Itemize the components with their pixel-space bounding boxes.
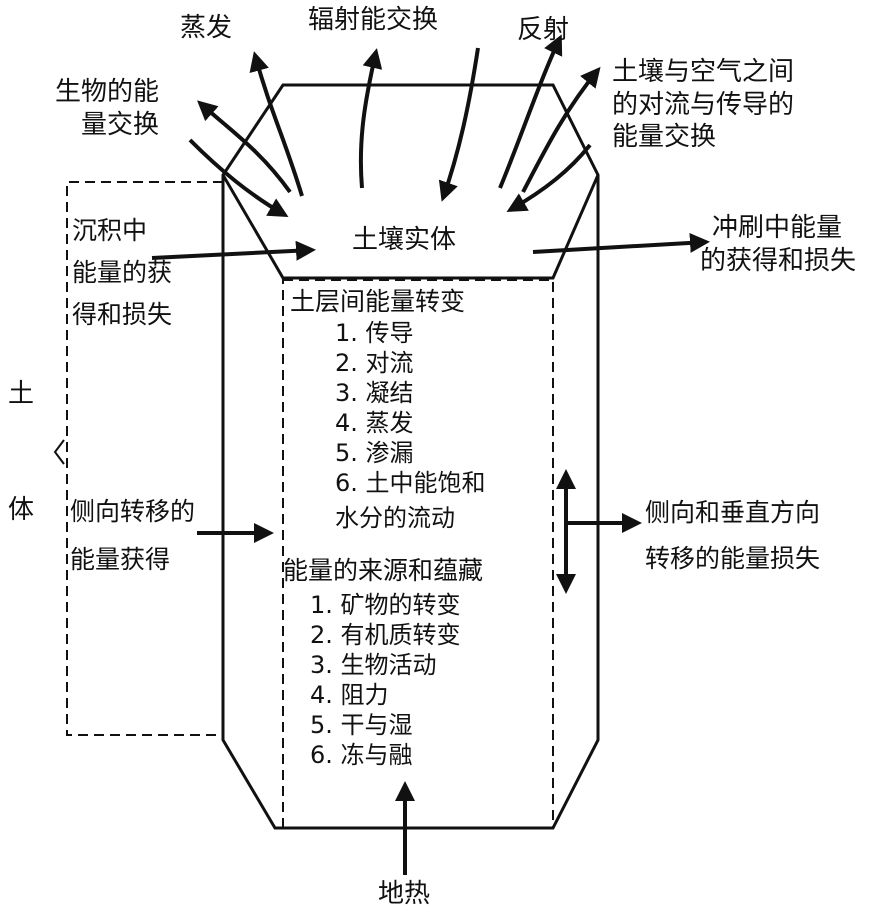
label-geothermal: 地热 bbox=[378, 879, 431, 909]
label-lateral-loss-line2: 转移的能量损失 bbox=[645, 544, 821, 573]
label-bio-energy: 生物的能 量交换 bbox=[55, 76, 159, 141]
sources-item: 2. 有机质转变 bbox=[310, 621, 461, 649]
sources-title: 能量的来源和蕴藏 bbox=[283, 556, 484, 585]
label-soil-solid: 土壤实体 bbox=[352, 225, 457, 255]
label-lateral-gain-line1: 侧向转移的 bbox=[70, 497, 196, 526]
label-lateral-gain: 侧向转移的 能量获得 bbox=[70, 488, 195, 584]
label-convection-line2: 的对流与传导的 bbox=[612, 89, 795, 120]
label-lateral-loss-line1: 侧向和垂直方向 bbox=[645, 498, 821, 527]
sources-item: 3. 生物活动 bbox=[310, 651, 437, 679]
label-lateral-loss: 侧向和垂直方向 转移的能量损失 bbox=[645, 490, 820, 582]
label-bio-energy-line2: 量交换 bbox=[81, 109, 160, 140]
sources-item: 1. 矿物的转变 bbox=[310, 591, 461, 619]
bio-exchange-arrow-in bbox=[188, 138, 289, 217]
transform-item: 4. 蒸发 bbox=[335, 409, 414, 437]
label-evaporation-top: 蒸发 bbox=[180, 13, 233, 43]
label-bio-energy-line1: 生物的能 bbox=[55, 77, 160, 107]
label-convection-line3: 能量交换 bbox=[612, 122, 717, 152]
soil-layer-dashed-box bbox=[282, 279, 554, 829]
label-lateral-gain-line2: 能量获得 bbox=[70, 545, 171, 574]
label-soil-body-char2: 体 bbox=[8, 495, 35, 525]
label-deposition-line1: 沉积中 bbox=[72, 216, 148, 245]
sources-item: 6. 冻与融 bbox=[310, 741, 413, 769]
label-deposition-line3: 得和损失 bbox=[72, 300, 173, 329]
deposition-arrow bbox=[151, 240, 316, 261]
evaporation-arrow bbox=[249, 51, 304, 197]
transform-item: 3. 凝结 bbox=[335, 379, 414, 407]
transform-item: 2. 对流 bbox=[335, 349, 414, 377]
soil-body-dashed-bracket bbox=[66, 181, 223, 736]
reflection-arrow bbox=[498, 34, 563, 189]
radiation-arrow-down bbox=[438, 47, 480, 202]
label-radiation-exchange: 辐射能交换 bbox=[308, 5, 439, 35]
bio-exchange-arrow-out bbox=[197, 100, 292, 194]
sources-list: 1. 矿物的转变 2. 有机质转变 3. 生物活动 4. 阻力 5. 干与湿 6… bbox=[310, 590, 461, 770]
label-scour-line1: 冲刷中能量 bbox=[712, 213, 843, 243]
label-scour: 冲刷中能量 的获得和损失 bbox=[700, 212, 856, 277]
label-convection: 土壤与空气之间 的对流与传导的 能量交换 bbox=[612, 56, 794, 154]
label-reflection: 反射 bbox=[517, 15, 570, 45]
scour-arrow bbox=[532, 232, 710, 254]
convection-arrow-in bbox=[506, 143, 592, 212]
soil-solid-top-face-edge bbox=[221, 174, 600, 280]
transform-item: 5. 渗漏 bbox=[335, 439, 414, 467]
transform-item: 1. 传导 bbox=[335, 319, 414, 347]
convection-arrow-out bbox=[521, 66, 601, 193]
label-soil-body-char1: 土 bbox=[8, 379, 35, 409]
soil-body-brace-tick bbox=[53, 439, 65, 465]
sources-item: 5. 干与湿 bbox=[310, 711, 413, 739]
transform-title: 土层间能量转变 bbox=[290, 287, 466, 316]
label-deposition-line2: 能量的获 bbox=[72, 258, 173, 287]
transform-list: 1. 传导 2. 对流 3. 凝结 4. 蒸发 5. 渗漏 6. 土中能饱和 bbox=[335, 318, 486, 498]
label-convection-line1: 土壤与空气之间 bbox=[612, 57, 795, 87]
label-scour-line2: 的获得和损失 bbox=[700, 245, 857, 276]
transform-item-continuation: 水分的流动 bbox=[335, 504, 455, 532]
sources-item: 4. 阻力 bbox=[310, 681, 389, 709]
label-deposition: 沉积中 能量的获 得和损失 bbox=[72, 210, 172, 336]
transform-item: 6. 土中能饱和 bbox=[335, 469, 486, 497]
radiation-arrow-up bbox=[358, 48, 383, 189]
